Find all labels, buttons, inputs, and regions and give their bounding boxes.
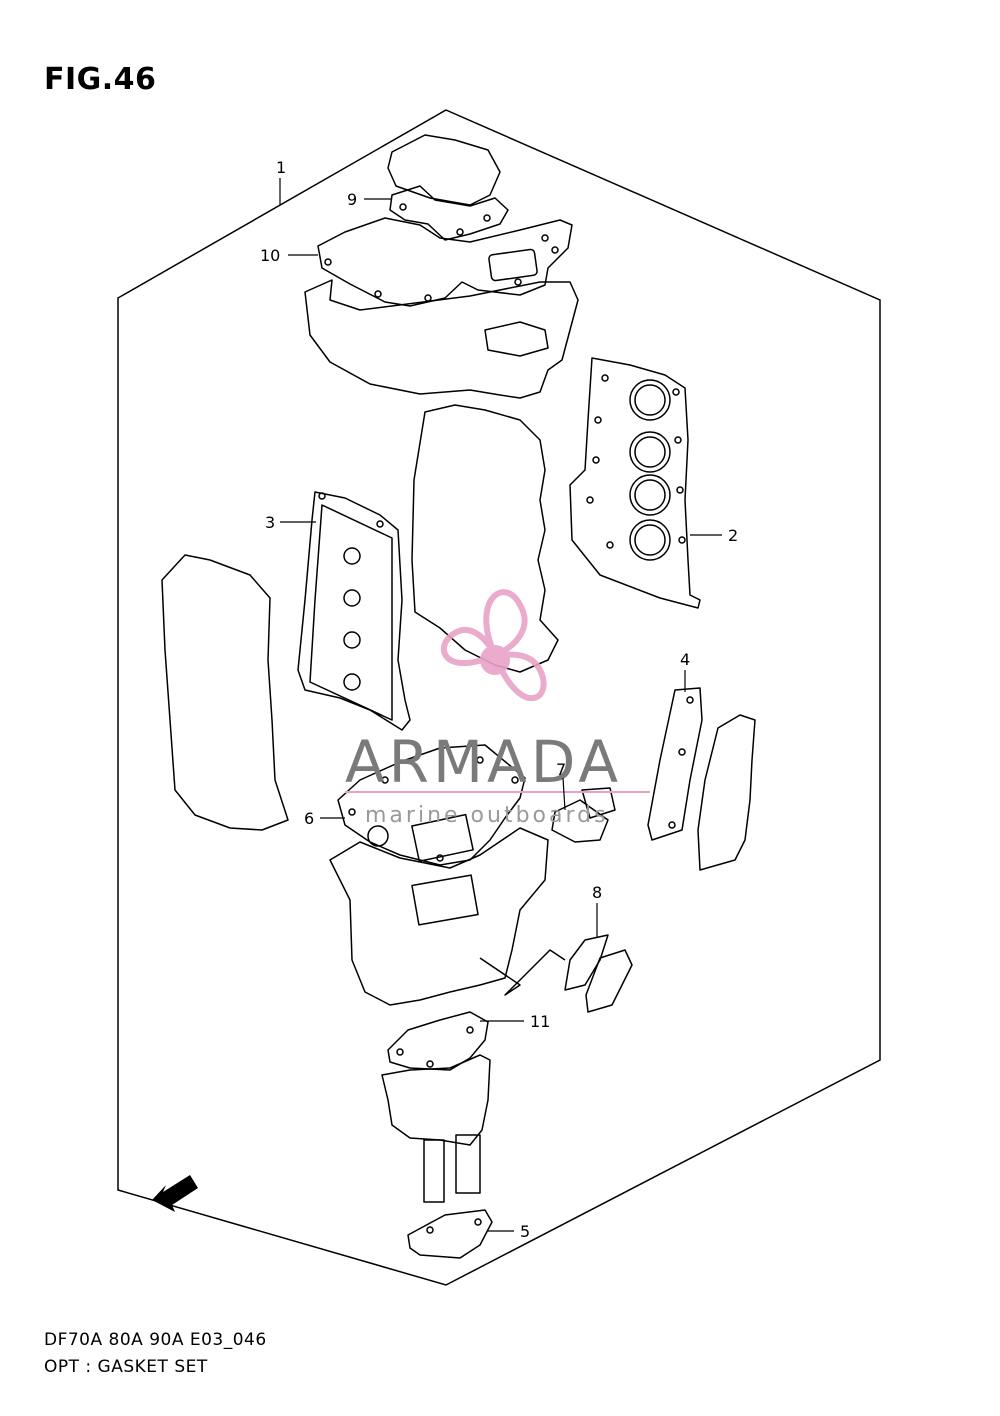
oil-pan-shape <box>381 1054 491 1146</box>
callout-11: 11 <box>530 1012 550 1031</box>
callout-3: 3 <box>265 513 275 532</box>
side-cover-shape <box>697 714 756 871</box>
callout-6: 6 <box>304 809 314 828</box>
model-code: DF70A 80A 90A E03_046 <box>44 1330 267 1350</box>
crankcase-shape <box>329 827 549 1006</box>
part-3-cover-gasket-shape <box>297 491 411 731</box>
part-11-gasket-shape <box>387 1011 489 1071</box>
cylinder-block-shape <box>411 404 559 673</box>
callout-8: 8 <box>592 883 602 902</box>
callout-5: 5 <box>520 1222 530 1241</box>
armada-logo <box>441 589 547 702</box>
part-4-side-gasket-shape <box>647 687 703 841</box>
part-5-gasket-shape <box>407 1209 493 1259</box>
part-8-gasket-shape <box>564 934 609 991</box>
part-2-head-gasket-shape <box>569 357 701 609</box>
part-10-gasket-shape <box>317 217 573 307</box>
watermark-brand: ARMADA <box>345 728 622 796</box>
cylinder-head-shape <box>304 279 579 399</box>
kit-boundary <box>117 109 881 1286</box>
callout-4: 4 <box>680 650 690 669</box>
figure-title: FIG.46 <box>44 62 157 97</box>
part-9-gasket-shape <box>389 185 509 241</box>
callout-10: 10 <box>260 246 280 265</box>
cylinder-head-cover-shape <box>387 134 501 206</box>
callout-2: 2 <box>728 526 738 545</box>
part-7-gasket-shape <box>551 799 609 843</box>
left-block-shape <box>161 554 289 831</box>
diagram-caption: OPT : GASKET SET <box>44 1357 208 1377</box>
callout-9: 9 <box>347 190 357 209</box>
callout-7: 7 <box>556 760 566 779</box>
callout-7-leader <box>562 777 566 811</box>
watermark-tagline: marine outboards <box>365 803 609 828</box>
callout-1: 1 <box>276 158 286 177</box>
